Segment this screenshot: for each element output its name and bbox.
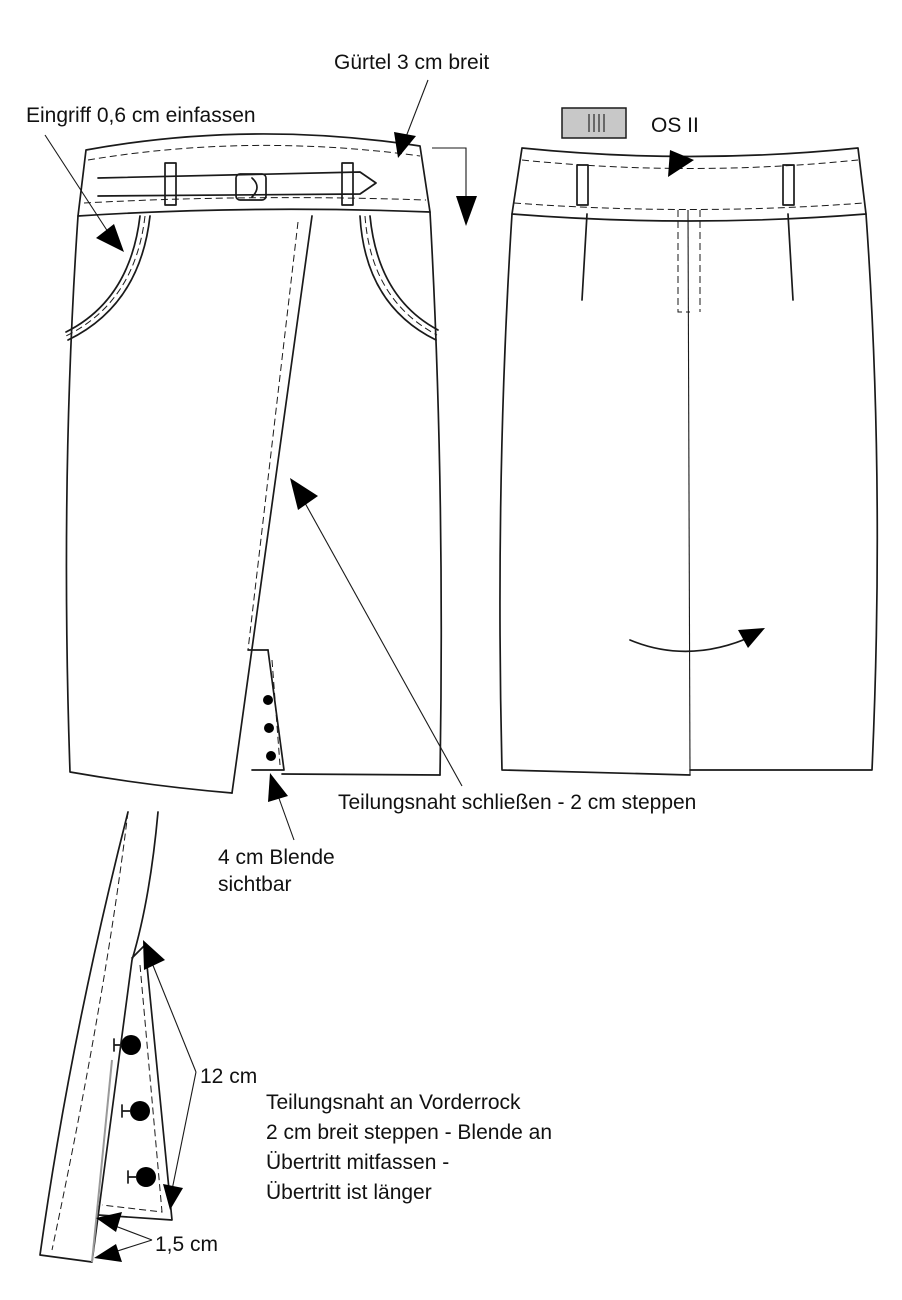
detail-outer-edge (39, 811, 159, 1263)
dividing-seam-front (231, 215, 313, 794)
button-icon (121, 1101, 150, 1121)
annotations (44, 79, 694, 1262)
dart-right (787, 213, 794, 301)
facing-label-line2: sichtbar (218, 873, 292, 896)
turn-arrow (629, 634, 756, 653)
back-body-outline (499, 213, 879, 776)
zipper-swatch-icon (561, 107, 627, 139)
arrow-head-icon (94, 1244, 122, 1262)
arrow-head-icon (738, 628, 765, 648)
front-body-outline (65, 211, 443, 794)
belt-loop-right (341, 162, 354, 206)
belt-buckle (235, 173, 267, 201)
length-label: 12 cm (200, 1065, 258, 1088)
arrow-head-icon (290, 478, 318, 510)
front-skirt (65, 133, 443, 794)
button-icon (264, 723, 274, 733)
belt-width-label: Gürtel 3 cm breit (334, 51, 490, 74)
arrow-head-icon (268, 773, 288, 802)
belt-loop-left (164, 162, 177, 206)
arrow-head-icon (143, 940, 165, 970)
arrow-head-icon (96, 1212, 122, 1232)
arrow-head-icon (163, 1184, 183, 1210)
button-icon (266, 751, 276, 761)
note-line4: Übertritt ist länger (266, 1181, 432, 1204)
arrow-head-icon (96, 224, 124, 252)
visible-facing (251, 649, 285, 771)
button-icon (127, 1167, 156, 1187)
facing-label-line1: 4 cm Blende (218, 846, 335, 869)
arrow-head-icon (456, 196, 477, 226)
detail-facing (97, 944, 173, 1221)
center-back-seam (687, 209, 691, 776)
arrow-head-icon (394, 132, 416, 158)
pocket-right (359, 215, 437, 341)
back-skirt (499, 147, 879, 776)
note-line1: Teilungsnaht an Vorderrock (266, 1091, 521, 1114)
note-line2: 2 cm breit steppen - Blende an (266, 1121, 553, 1144)
zipper-stitching (677, 210, 701, 313)
dart-left (581, 213, 588, 301)
pocket-binding-label: Eingriff 0,6 cm einfassen (26, 104, 256, 127)
belt-strap (97, 171, 377, 197)
dividing-seam-label: Teilungsnaht schließen - 2 cm steppen (338, 791, 697, 814)
button-icon (263, 695, 273, 705)
pocket-left (67, 215, 151, 341)
button-icon (113, 1035, 141, 1055)
overlap-label: 1,5 cm (155, 1233, 219, 1256)
belt-loop-back-right (782, 164, 795, 206)
zipper-label: OS II (651, 114, 699, 137)
note-line3: Übertritt mitfassen - (266, 1151, 450, 1174)
slit-detail (39, 811, 173, 1263)
belt-loop-back-left (576, 164, 589, 206)
arrow-head-icon (668, 150, 694, 177)
